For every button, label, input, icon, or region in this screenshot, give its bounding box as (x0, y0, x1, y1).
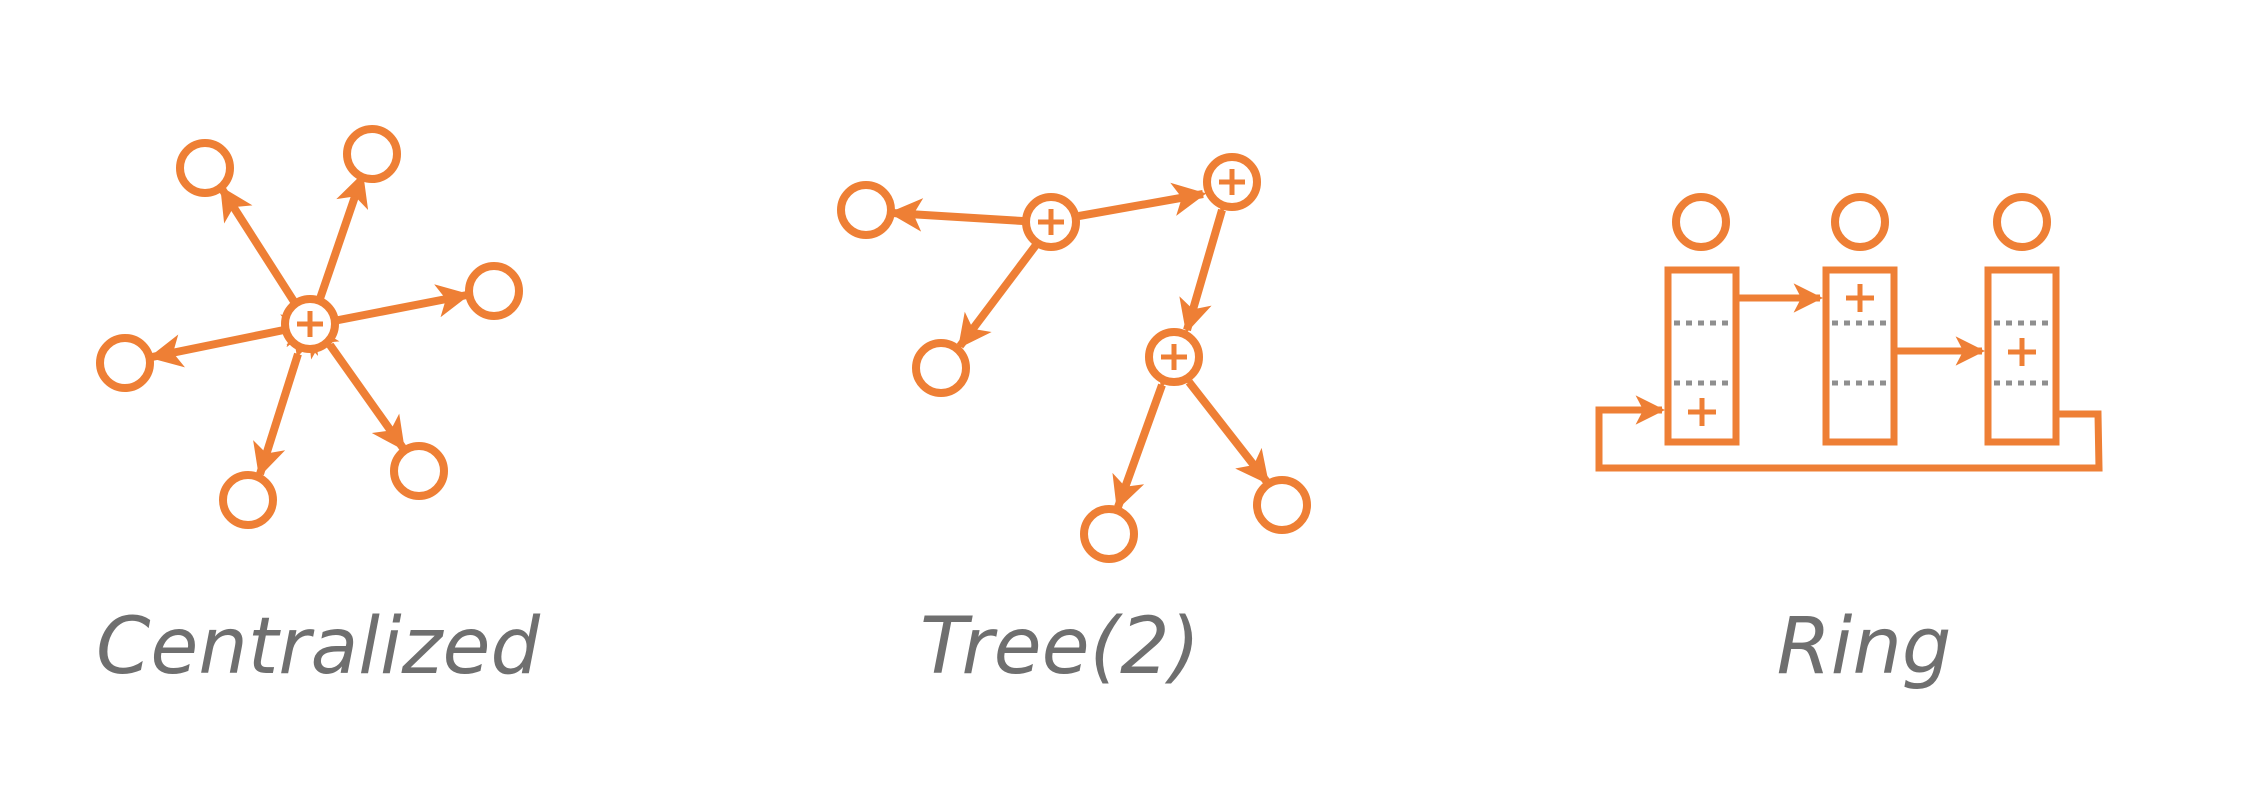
caption-centralized: Centralized (96, 602, 541, 692)
edge (1046, 182, 1207, 238)
edge (253, 320, 324, 478)
ring-diagram: Ring (1595, 193, 2103, 692)
worker-node (1831, 193, 1889, 251)
leaf-node (176, 139, 234, 197)
plus-icon (1688, 398, 1716, 426)
tree-edges (888, 176, 1271, 511)
worker-node (1993, 193, 2051, 251)
plus-icon (1846, 284, 1874, 312)
leaf-node (837, 181, 895, 239)
leaf-node (465, 262, 523, 320)
plus-icon (1038, 209, 1064, 235)
leaf-node (912, 339, 970, 397)
edge (956, 210, 1068, 349)
edge (148, 307, 317, 368)
plus-icon (297, 311, 323, 337)
leaf-node (1080, 505, 1138, 563)
edge (1112, 350, 1189, 511)
caption-ring: Ring (1777, 602, 1952, 692)
plus-icon (1161, 344, 1187, 370)
plus-icon (1219, 169, 1245, 195)
edge (298, 310, 407, 451)
leaf-node (390, 442, 448, 500)
centralized-diagram: Centralized (96, 125, 541, 692)
leaf-node (1253, 476, 1311, 534)
tree-diagram: Tree(2) (837, 153, 1311, 692)
chunk-dividers (1674, 320, 2050, 386)
edge (1157, 347, 1271, 485)
leaf-node (343, 125, 401, 183)
leaf-node (219, 471, 277, 529)
caption-tree: Tree(2) (920, 602, 1200, 692)
ring-edges (1595, 283, 2103, 472)
plus-icon (2008, 338, 2036, 366)
wraparound-edge (1595, 395, 2103, 472)
leaf-node (96, 334, 154, 392)
edge (1179, 176, 1247, 334)
worker-node (1672, 193, 1730, 251)
edge (888, 198, 1055, 240)
